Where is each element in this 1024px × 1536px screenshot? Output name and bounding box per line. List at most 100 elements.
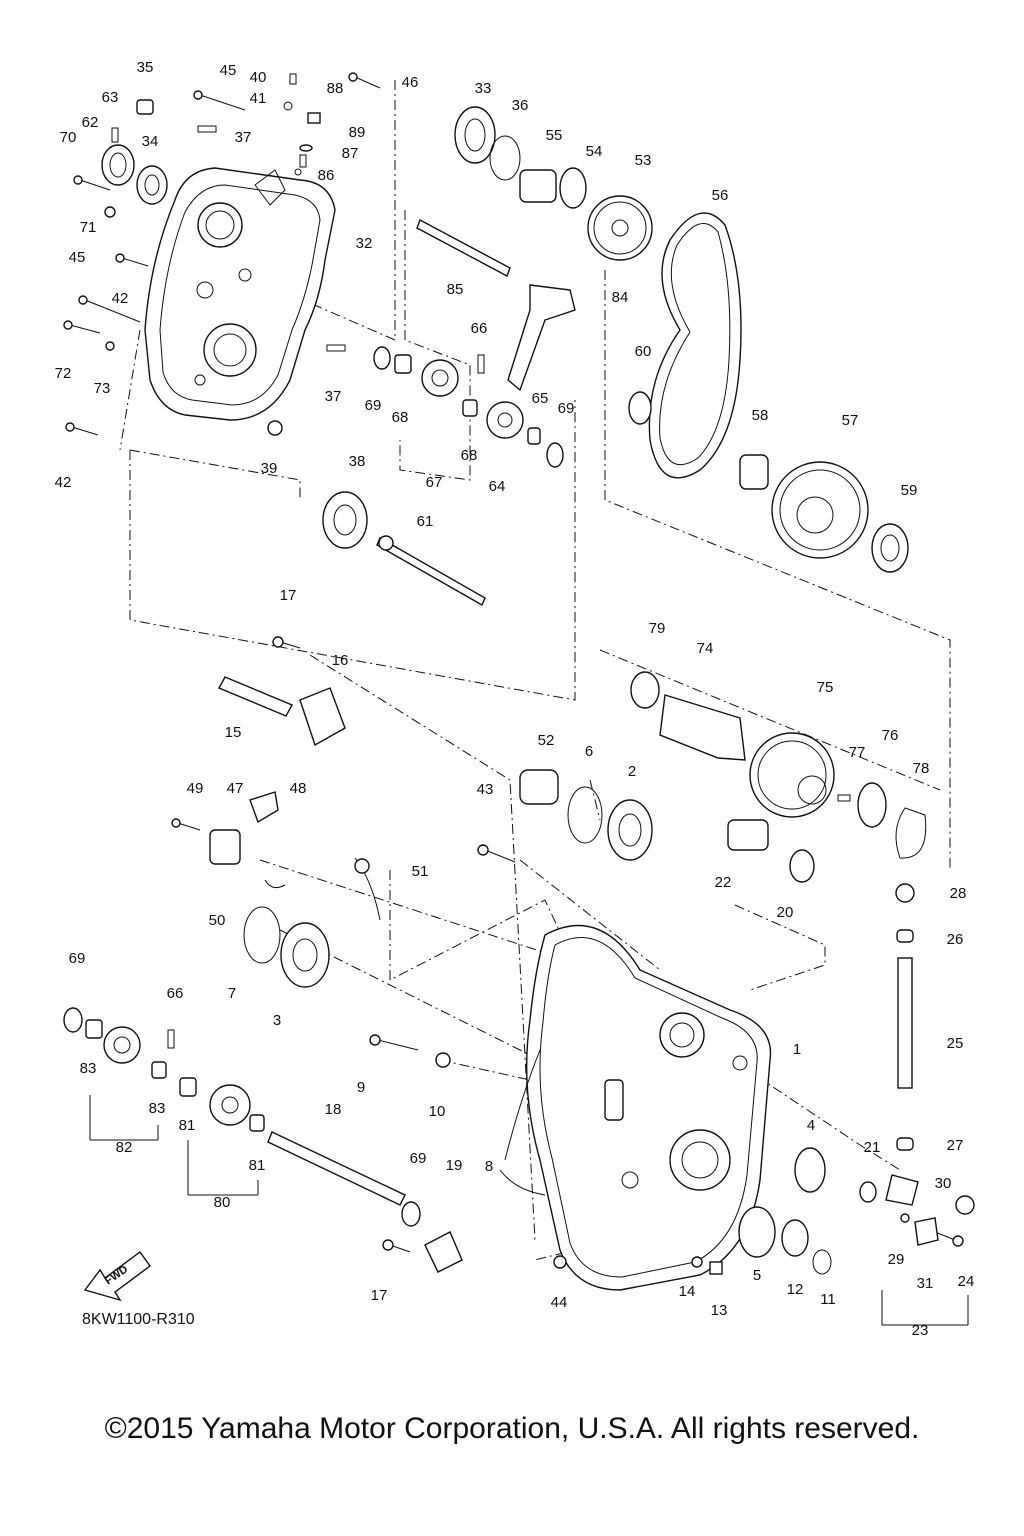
callout-6: 6: [585, 743, 593, 760]
callout-81: 81: [249, 1157, 266, 1174]
diagram-code: 8KW1100-R310: [82, 1311, 195, 1328]
callout-45: 45: [69, 249, 86, 266]
callout-79: 79: [649, 620, 666, 637]
callout-3: 3: [273, 1012, 281, 1029]
callout-45: 45: [220, 62, 237, 79]
callout-83: 83: [149, 1100, 166, 1117]
callout-43: 43: [477, 781, 494, 798]
callout-17: 17: [280, 587, 297, 604]
callout-22: 22: [715, 874, 732, 891]
callout-68: 68: [392, 409, 409, 426]
callout-17: 17: [371, 1287, 388, 1304]
callout-23: 23: [912, 1322, 929, 1339]
callout-12: 12: [787, 1281, 804, 1298]
callout-73: 73: [94, 380, 111, 397]
copyright-notice: ©2015 Yamaha Motor Corporation, U.S.A. A…: [104, 1412, 920, 1445]
callout-44: 44: [551, 1294, 568, 1311]
callout-67: 67: [426, 474, 443, 491]
callout-9: 9: [357, 1079, 365, 1096]
callout-61: 61: [417, 513, 434, 530]
callout-47: 47: [227, 780, 244, 797]
callout-28: 28: [950, 885, 967, 902]
callout-63: 63: [102, 89, 119, 106]
callout-24: 24: [958, 1273, 975, 1290]
callout-50: 50: [209, 912, 226, 929]
main-case: [499, 924, 772, 1291]
callout-54: 54: [586, 143, 603, 160]
callout-5: 5: [753, 1267, 761, 1284]
callout-11: 11: [820, 1291, 836, 1308]
callout-20: 20: [777, 904, 794, 921]
callout-48: 48: [290, 780, 307, 797]
callout-1: 1: [793, 1041, 801, 1058]
callout-66: 66: [167, 985, 184, 1002]
callout-38: 38: [349, 453, 366, 470]
callout-10: 10: [429, 1103, 446, 1120]
callout-69: 69: [69, 950, 86, 967]
callout-37: 37: [235, 129, 252, 146]
callout-15: 15: [225, 724, 242, 741]
callout-26: 26: [947, 931, 964, 948]
callout-75: 75: [817, 679, 834, 696]
callout-69: 69: [365, 397, 382, 414]
output-shaft-group: [218, 636, 927, 883]
callout-84: 84: [612, 289, 629, 306]
right-hardware: [553, 883, 975, 1326]
callout-52: 52: [538, 732, 555, 749]
callout-60: 60: [635, 343, 652, 360]
callout-70: 70: [60, 129, 77, 146]
callout-80: 80: [214, 1194, 231, 1211]
callout-34: 34: [142, 133, 159, 150]
callout-74: 74: [697, 640, 714, 657]
fwd-arrow-icon: FWD: [83, 1251, 151, 1302]
callout-81: 81: [179, 1117, 196, 1134]
callout-64: 64: [489, 478, 506, 495]
callout-76: 76: [882, 727, 899, 744]
callout-86: 86: [318, 167, 335, 184]
left-cover-hardware: [63, 72, 381, 436]
callout-29: 29: [888, 1251, 905, 1268]
callout-82: 82: [116, 1139, 133, 1156]
callout-30: 30: [935, 1175, 952, 1192]
callout-71: 71: [80, 219, 97, 236]
callout-35: 35: [137, 59, 154, 76]
callout-49: 49: [187, 780, 204, 797]
callout-8: 8: [485, 1158, 493, 1175]
callout-87: 87: [342, 145, 359, 162]
left-case-cover: [144, 167, 336, 421]
callout-27: 27: [947, 1137, 964, 1154]
callout-13: 13: [711, 1302, 728, 1319]
callout-42: 42: [55, 474, 72, 491]
callout-88: 88: [327, 80, 344, 97]
callout-72: 72: [55, 365, 72, 382]
callout-41: 41: [250, 90, 267, 107]
callout-7: 7: [228, 985, 236, 1002]
callout-2: 2: [628, 763, 636, 780]
callout-62: 62: [82, 114, 99, 131]
callout-66: 66: [471, 320, 488, 337]
callout-78: 78: [913, 760, 930, 777]
callout-25: 25: [947, 1035, 964, 1052]
callout-69: 69: [410, 1150, 427, 1167]
callout-46: 46: [402, 74, 419, 91]
callout-4: 4: [807, 1117, 815, 1134]
callout-16: 16: [332, 652, 349, 669]
callout-58: 58: [752, 407, 769, 424]
callout-89: 89: [349, 124, 366, 141]
callout-36: 36: [512, 97, 529, 114]
middle-shaft-group: [322, 346, 564, 606]
callout-31: 31: [917, 1275, 934, 1292]
callout-32: 32: [356, 235, 373, 252]
callout-65: 65: [532, 390, 549, 407]
callout-83: 83: [80, 1060, 97, 1077]
upper-gear-train: [416, 106, 909, 573]
callout-40: 40: [250, 69, 267, 86]
callout-18: 18: [325, 1101, 342, 1118]
callout-85: 85: [447, 281, 464, 298]
callout-37: 37: [325, 388, 342, 405]
callout-51: 51: [412, 863, 429, 880]
callout-21: 21: [864, 1139, 881, 1156]
callout-59: 59: [901, 482, 918, 499]
